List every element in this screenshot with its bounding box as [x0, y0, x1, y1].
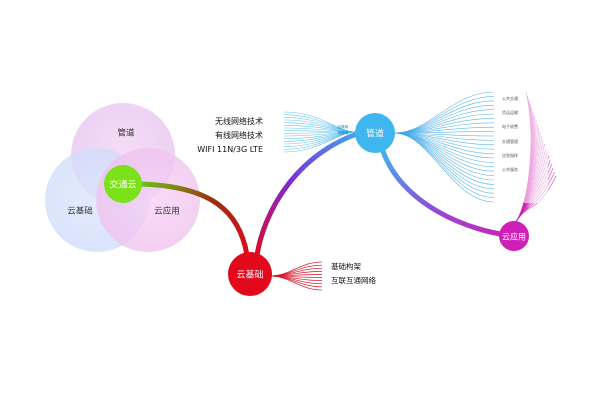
- base-right-fan: [269, 261, 323, 291]
- connector-pipe-to-app: [379, 145, 518, 239]
- base-right-item-2: 互联互通网络: [331, 275, 376, 285]
- base-right-fan-line: [269, 275, 323, 291]
- pipe-left-item-3: WIFI 11N/3G LTE: [197, 145, 263, 154]
- base-node-label: 云基础: [236, 269, 263, 281]
- base-right-list: 基础构架 互联互通网络: [331, 261, 376, 285]
- app-list-box: [494, 92, 548, 203]
- pipe-left-item-2: 有线网络技术: [215, 130, 263, 140]
- app-list: 公共交通 货运运输 电子收费 交通管理 应急指挥 公共服务: [494, 92, 548, 203]
- pipe-tag-line-1: 互联网: [338, 124, 349, 129]
- connectors: [137, 127, 518, 265]
- venn-label-base: 云基础: [67, 206, 93, 217]
- node-app[interactable]: 云应用: [499, 221, 529, 251]
- connector-base-to-pipe: [253, 127, 373, 265]
- venn-label-pipe: 管道: [117, 128, 135, 139]
- app-node-label: 云应用: [502, 232, 526, 242]
- pipe-left-fan-line: [283, 131, 357, 153]
- pipe-right-fan-line: [393, 132, 495, 185]
- app-list-item-1: 公共交通: [502, 95, 518, 101]
- base-right-item-1: 基础构架: [331, 261, 361, 271]
- pipe-node-circle: [355, 113, 395, 153]
- pipe-right-fan-line: [393, 132, 495, 168]
- connector-center-to-base: [137, 181, 251, 265]
- app-list-item-3: 电子收费: [502, 123, 518, 129]
- pipe-node-label: 管道: [366, 128, 384, 140]
- app-fan-line: [515, 175, 557, 223]
- pipe-right-fan-line: [393, 100, 495, 134]
- node-base[interactable]: 云基础: [228, 252, 272, 296]
- venn-label-app: 云应用: [154, 206, 180, 217]
- app-list-item-6: 公共服务: [502, 166, 518, 172]
- pipe-tag: 互联网 物联网: [338, 124, 349, 135]
- app-list-item-5: 应急指挥: [502, 152, 518, 158]
- pipe-right-fan-line: [393, 132, 495, 203]
- pipe-left-item-1: 无线网络技术: [215, 116, 263, 126]
- app-node-circle: [499, 221, 529, 251]
- pipe-left-fan: [283, 111, 357, 153]
- node-pipe[interactable]: 管道: [355, 113, 395, 153]
- node-center[interactable]: 交通云: [104, 165, 142, 203]
- pipe-tag-line-2: 物联网: [338, 130, 349, 135]
- center-node-label: 交通云: [109, 179, 136, 191]
- pipe-right-fan: [393, 91, 495, 203]
- center-node-circle: [104, 165, 142, 203]
- app-list-item-2: 货运运输: [502, 109, 518, 115]
- venn-circle-app: [96, 148, 200, 252]
- app-list-item-4: 交通管理: [502, 138, 518, 144]
- base-node-circle: [228, 252, 272, 296]
- pipe-left-list: 无线网络技术 有线网络技术 WIFI 11N/3G LTE: [197, 116, 263, 154]
